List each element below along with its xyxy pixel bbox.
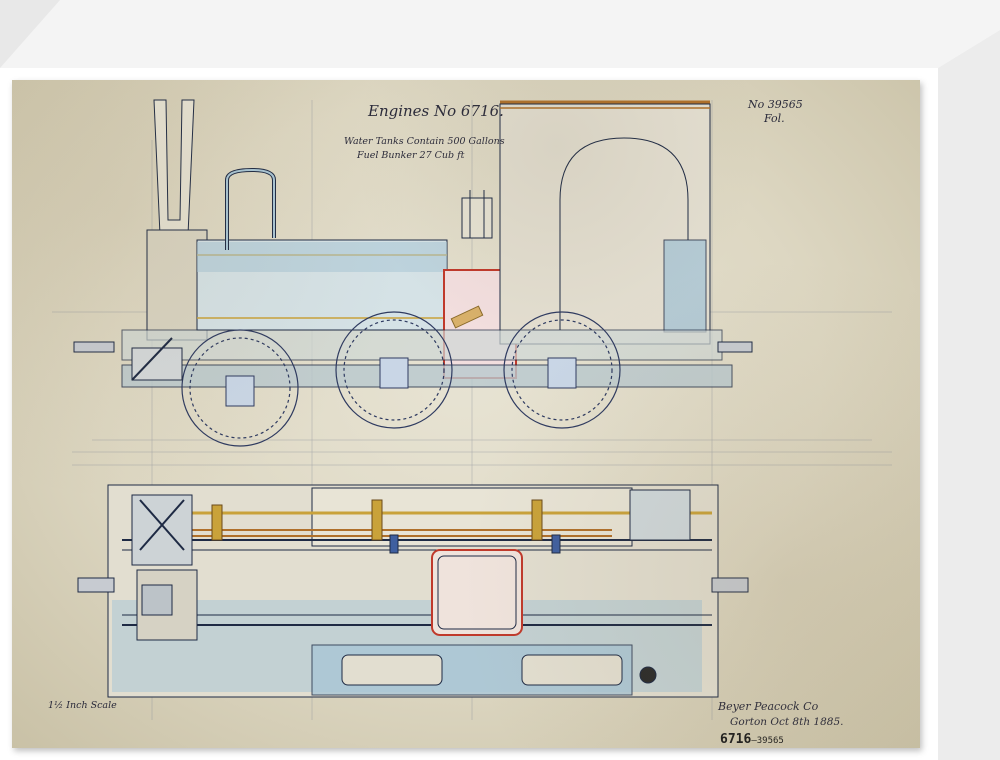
fuel-bunker-note: Fuel Bunker 27 Cub ft (357, 150, 465, 161)
reference-folio: Fol. (764, 112, 785, 125)
water-tank-note: Water Tanks Contain 500 Gallons (344, 136, 505, 147)
archive-stamp: 6716—39565 (720, 732, 784, 747)
stamp-code: 6716 (720, 732, 752, 747)
locomotive-drawing (52, 99, 892, 720)
drawing-date: Gorton Oct 8th 1885. (730, 716, 844, 728)
maker-signature: Beyer Peacock Co (718, 700, 819, 713)
drawing-title: Engines No 6716. (368, 102, 504, 120)
reference-number: No 39565 (748, 98, 803, 111)
side-elevation (73, 99, 753, 447)
stamp-number: 39565 (756, 736, 784, 746)
scale-note: 1½ Inch Scale (48, 700, 117, 711)
blueprint-sheet: Engines No 6716. No 39565 Fol. Water Tan… (12, 80, 920, 748)
plan-view (77, 484, 749, 698)
